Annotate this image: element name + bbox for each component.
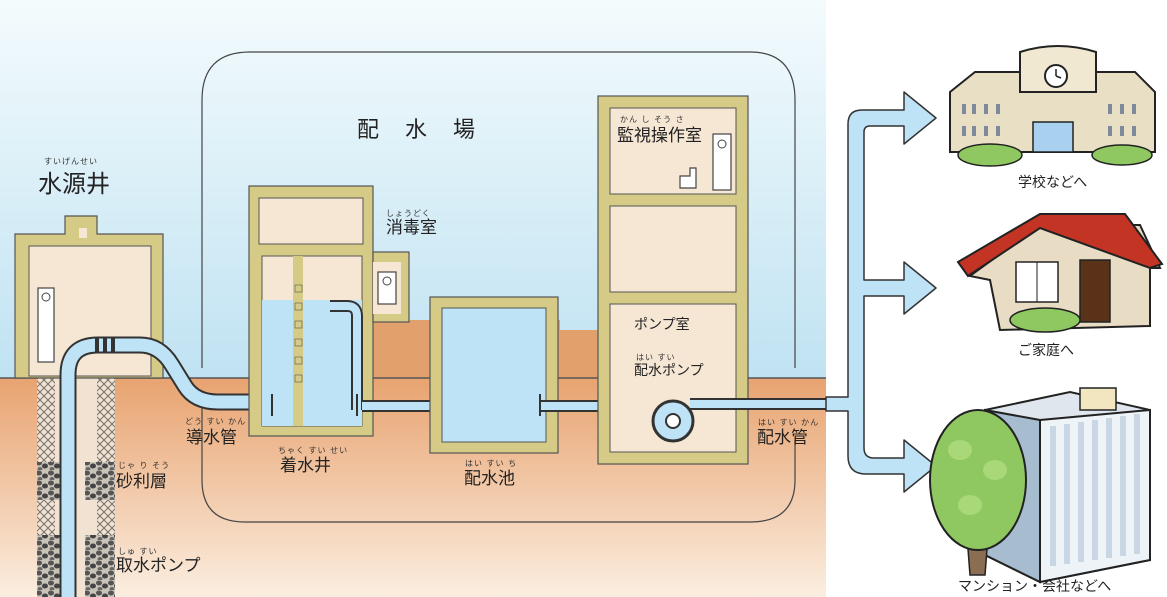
distribution-pipe-label: 配水管 — [757, 428, 808, 448]
conduit-pipe-label: 導水管 — [186, 428, 237, 448]
source-well-ruby: すいげんせい — [44, 157, 98, 166]
destination-home-label: ご家庭へ — [1018, 343, 1074, 359]
distribution-pump-label: 配水ポンプ — [634, 363, 704, 379]
intake-pump-ruby: しゅ すい — [118, 547, 158, 556]
receiving-well-water — [262, 300, 362, 426]
house-icon — [956, 213, 1164, 333]
distribution-pump-ruby: はい すい — [636, 353, 676, 362]
monitoring-room-ruby: かん し そう さ — [620, 115, 685, 124]
distribution-reservoir-ruby: はい すい ち — [465, 459, 518, 468]
school-icon — [949, 45, 1156, 167]
disinfection-room-ruby: しょうどく — [386, 209, 431, 218]
distribution-reservoir-label: 配水池 — [464, 469, 515, 489]
facility-title: 配 水 場 — [357, 118, 478, 143]
distribution-arrows — [825, 91, 937, 493]
disinfection-equipment — [377, 271, 397, 305]
distribution-pipe-ruby: はい すい かん — [758, 418, 820, 427]
gravel-layer-label: 砂利層 — [116, 472, 167, 492]
gravel-layer-ruby: じゃ り そう — [118, 461, 171, 470]
monitoring-room-label: 監視操作室 — [617, 126, 702, 146]
tree-icon — [929, 409, 1027, 576]
receiving-well-label: 着水井 — [280, 456, 331, 476]
disinfection-room-label: 消毒室 — [386, 218, 437, 238]
destination-school-label: 学校などへ — [1018, 175, 1088, 191]
conduit-pipe-ruby: どう すい かん — [185, 417, 247, 426]
gravel-layer-right — [85, 462, 115, 500]
intake-pump-label: 取水ポンプ — [116, 556, 201, 576]
receiving-well-ruby: ちゃく すい せい — [278, 446, 349, 455]
facility-boundary — [201, 51, 796, 368]
operator-chair — [679, 167, 697, 189]
pump-room-label: ポンプ室 — [634, 317, 690, 333]
well-control-panel — [37, 287, 55, 363]
destination-apartment-label: マンション・会社などへ — [958, 579, 1112, 595]
source-well-label: 水源井 — [38, 170, 110, 198]
monitoring-console — [712, 133, 732, 191]
